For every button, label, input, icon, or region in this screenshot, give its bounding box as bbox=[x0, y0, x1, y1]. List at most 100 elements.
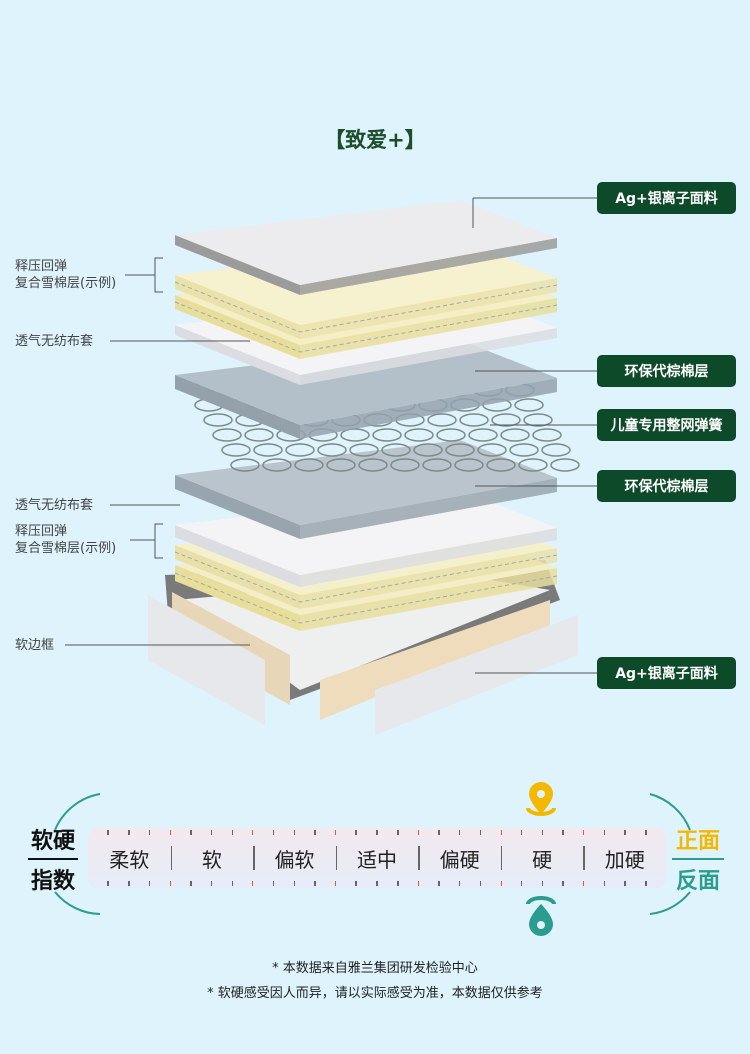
spring-coil bbox=[477, 443, 507, 457]
divider bbox=[672, 858, 724, 860]
foam-layer-bottom-2-stitch bbox=[174, 551, 558, 603]
spring-coil bbox=[413, 443, 443, 457]
scale-ticks bbox=[88, 830, 666, 835]
front-pin-icon bbox=[526, 782, 556, 816]
spring-coil bbox=[454, 458, 484, 472]
spring-coil bbox=[221, 443, 251, 457]
nonwoven-bottom-side bbox=[300, 528, 557, 587]
firmness-decorations bbox=[54, 782, 691, 936]
label-line: 释压回弹 bbox=[15, 524, 68, 539]
spring-coil bbox=[372, 428, 402, 442]
footnote-2: * 软硬感受因人而异，请以实际感受为准，本数据仅供参考 bbox=[207, 986, 543, 1001]
spring-coil bbox=[468, 428, 498, 442]
palm-layer-top-side bbox=[300, 378, 557, 439]
label-nonwoven-top: 透气无纺布套 bbox=[15, 334, 94, 349]
foam-layer-top-2-side bbox=[300, 298, 557, 359]
spring-coil bbox=[262, 458, 292, 472]
firmness-level: 软 bbox=[170, 828, 254, 888]
spring-coil bbox=[244, 428, 274, 442]
back-label: 反面 bbox=[675, 869, 720, 894]
spring-coil bbox=[518, 458, 548, 472]
foam-layer-bottom-stitch bbox=[174, 572, 558, 624]
spring-coil bbox=[212, 428, 242, 442]
label-line: 复合雪棉层(示例) bbox=[15, 541, 117, 556]
arc-top-right bbox=[649, 793, 691, 831]
label-line: 释压回弹 bbox=[15, 259, 68, 274]
nonwoven-top-side bbox=[300, 328, 557, 385]
spring-coil bbox=[358, 458, 388, 472]
spring-coil bbox=[541, 443, 571, 457]
spring-coil bbox=[285, 443, 315, 457]
spring-coil bbox=[381, 443, 411, 457]
top-fabric-side bbox=[300, 238, 557, 295]
foam-layer-top-stitch bbox=[174, 281, 558, 333]
spring-coil bbox=[523, 413, 553, 427]
label-palm-layer-top: 环保代棕棉层 bbox=[597, 355, 736, 387]
foam-layer-bottom-2-side bbox=[175, 545, 300, 609]
foam-layer-bottom-2-side bbox=[300, 548, 557, 609]
spring-coil bbox=[550, 458, 580, 472]
spring-coil bbox=[294, 458, 324, 472]
divider bbox=[28, 858, 78, 860]
mattress-layers-illustration bbox=[65, 197, 597, 735]
frame-fabric-right bbox=[375, 615, 578, 735]
palm-layer-bottom-side bbox=[300, 478, 557, 539]
spring-coil bbox=[349, 443, 379, 457]
foam-layer-bottom-side bbox=[300, 568, 557, 631]
spring-coil bbox=[427, 413, 457, 427]
firmness-title: 软硬 指数 bbox=[28, 823, 78, 895]
nonwoven-bottom-side bbox=[175, 525, 300, 587]
spring-coil bbox=[317, 443, 347, 457]
spring-coil bbox=[514, 398, 544, 412]
firmness-level: 硬 bbox=[500, 828, 584, 888]
spring-coil bbox=[340, 428, 370, 442]
side-legend: 正面 反面 bbox=[672, 823, 724, 895]
label-frame: 软边框 bbox=[15, 638, 55, 653]
firmness-level: 柔软 bbox=[109, 847, 150, 872]
palm-layer-bottom-side bbox=[175, 475, 300, 539]
label-ag-fabric-top: Ag+银离子面料 bbox=[597, 182, 736, 214]
foam-layer-top-2-side bbox=[175, 295, 300, 359]
spring-coil bbox=[509, 443, 539, 457]
spring-coil bbox=[404, 428, 434, 442]
footnote-1: * 本数据来自雅兰集团研发检验中心 bbox=[272, 961, 478, 976]
spring-coil bbox=[445, 443, 475, 457]
spring-coil bbox=[459, 413, 489, 427]
label-spring: 儿童专用整网弹簧 bbox=[597, 409, 736, 441]
nonwoven-top-side bbox=[175, 325, 300, 385]
scale-ticks bbox=[88, 881, 666, 886]
label-nonwoven-bottom: 透气无纺布套 bbox=[15, 498, 94, 513]
label-ag-fabric-bottom: Ag+银离子面料 bbox=[597, 657, 736, 689]
spring-coil bbox=[486, 458, 516, 472]
arc-bottom-left bbox=[54, 891, 101, 915]
top-fabric-side bbox=[175, 235, 300, 295]
label-foam-top: 释压回弹 复合雪棉层(示例) bbox=[15, 258, 116, 292]
spring-coil bbox=[390, 458, 420, 472]
spring-coil bbox=[203, 413, 233, 427]
palm-layer-top-side bbox=[175, 375, 300, 439]
spring-coil bbox=[500, 428, 530, 442]
palm-layer-top bbox=[175, 340, 557, 425]
top-fabric bbox=[175, 200, 557, 285]
frame-fabric-left bbox=[148, 595, 265, 725]
arc-top-left bbox=[54, 793, 101, 831]
spring-coil bbox=[422, 458, 452, 472]
firmness-scale: 柔软软偏软适中偏硬硬加硬 bbox=[88, 828, 666, 888]
spring-coil bbox=[436, 428, 466, 442]
front-label: 正面 bbox=[675, 829, 720, 854]
spring-coil bbox=[491, 413, 521, 427]
spring-coil bbox=[326, 458, 356, 472]
foam-layer-top-side bbox=[300, 278, 557, 339]
label-foam-bottom: 释压回弹 复合雪棉层(示例) bbox=[15, 523, 116, 557]
firmness-title-line1: 软硬 bbox=[30, 829, 75, 854]
foam-layer-top-side bbox=[175, 275, 300, 339]
foam-layer-top-2-stitch bbox=[174, 301, 558, 353]
firmness-level: 偏软 bbox=[253, 828, 336, 888]
firmness-level: 加硬 bbox=[583, 828, 666, 888]
arc-bottom-right bbox=[649, 891, 691, 915]
nonwoven-bottom bbox=[175, 490, 557, 575]
back-pin-icon bbox=[526, 896, 556, 936]
firmness-level: 偏硬 bbox=[418, 828, 501, 888]
spring-coil bbox=[532, 428, 562, 442]
product-title: 【致爱+】 bbox=[324, 128, 426, 152]
